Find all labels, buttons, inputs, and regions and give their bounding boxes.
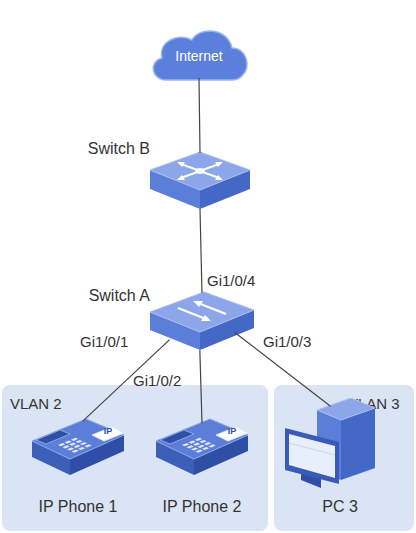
port-label: Gi1/0/3: [263, 333, 311, 350]
switch-icon: [150, 292, 254, 350]
network-link: [200, 350, 202, 423]
ip-phone-icon: IP Phone 1: [30, 413, 126, 481]
icon-canvas: [283, 398, 378, 490]
ip-phone-icon: [32, 419, 124, 475]
cloud-label: Internet: [146, 48, 252, 64]
pc-icon: PC 3: [283, 398, 378, 490]
network-link: [234, 332, 330, 406]
internet-cloud: Internet: [146, 26, 252, 82]
ip-phone-icon: IP Phone 2: [154, 413, 250, 481]
router-icon: Switch B: [148, 150, 252, 212]
network-link: [83, 340, 170, 422]
vlan-label: VLAN 2: [10, 395, 62, 412]
port-label: Gi1/0/4: [207, 272, 255, 289]
device-label: Switch A: [89, 287, 150, 305]
device-label: Switch B: [88, 140, 150, 158]
device-label: PC 3: [322, 498, 358, 516]
vlan-band: VLAN 3PC 3: [274, 385, 414, 531]
icon-canvas: [148, 290, 256, 352]
icon-canvas: [148, 150, 252, 212]
device-label: IP Phone 2: [163, 498, 242, 516]
icon-canvas: [30, 413, 126, 481]
router-icon: [150, 152, 250, 209]
switch-icon: Switch A: [148, 290, 256, 352]
ip-phone-icon: [156, 419, 248, 475]
network-link: [200, 209, 202, 293]
port-label: Gi1/0/1: [80, 333, 128, 350]
vlan-band: VLAN 2IP Phone 1IP Phone 2: [2, 385, 268, 531]
device-label: IP Phone 1: [39, 498, 118, 516]
icon-canvas: [154, 413, 250, 481]
network-link: [199, 78, 200, 153]
pc-icon: [285, 398, 375, 488]
